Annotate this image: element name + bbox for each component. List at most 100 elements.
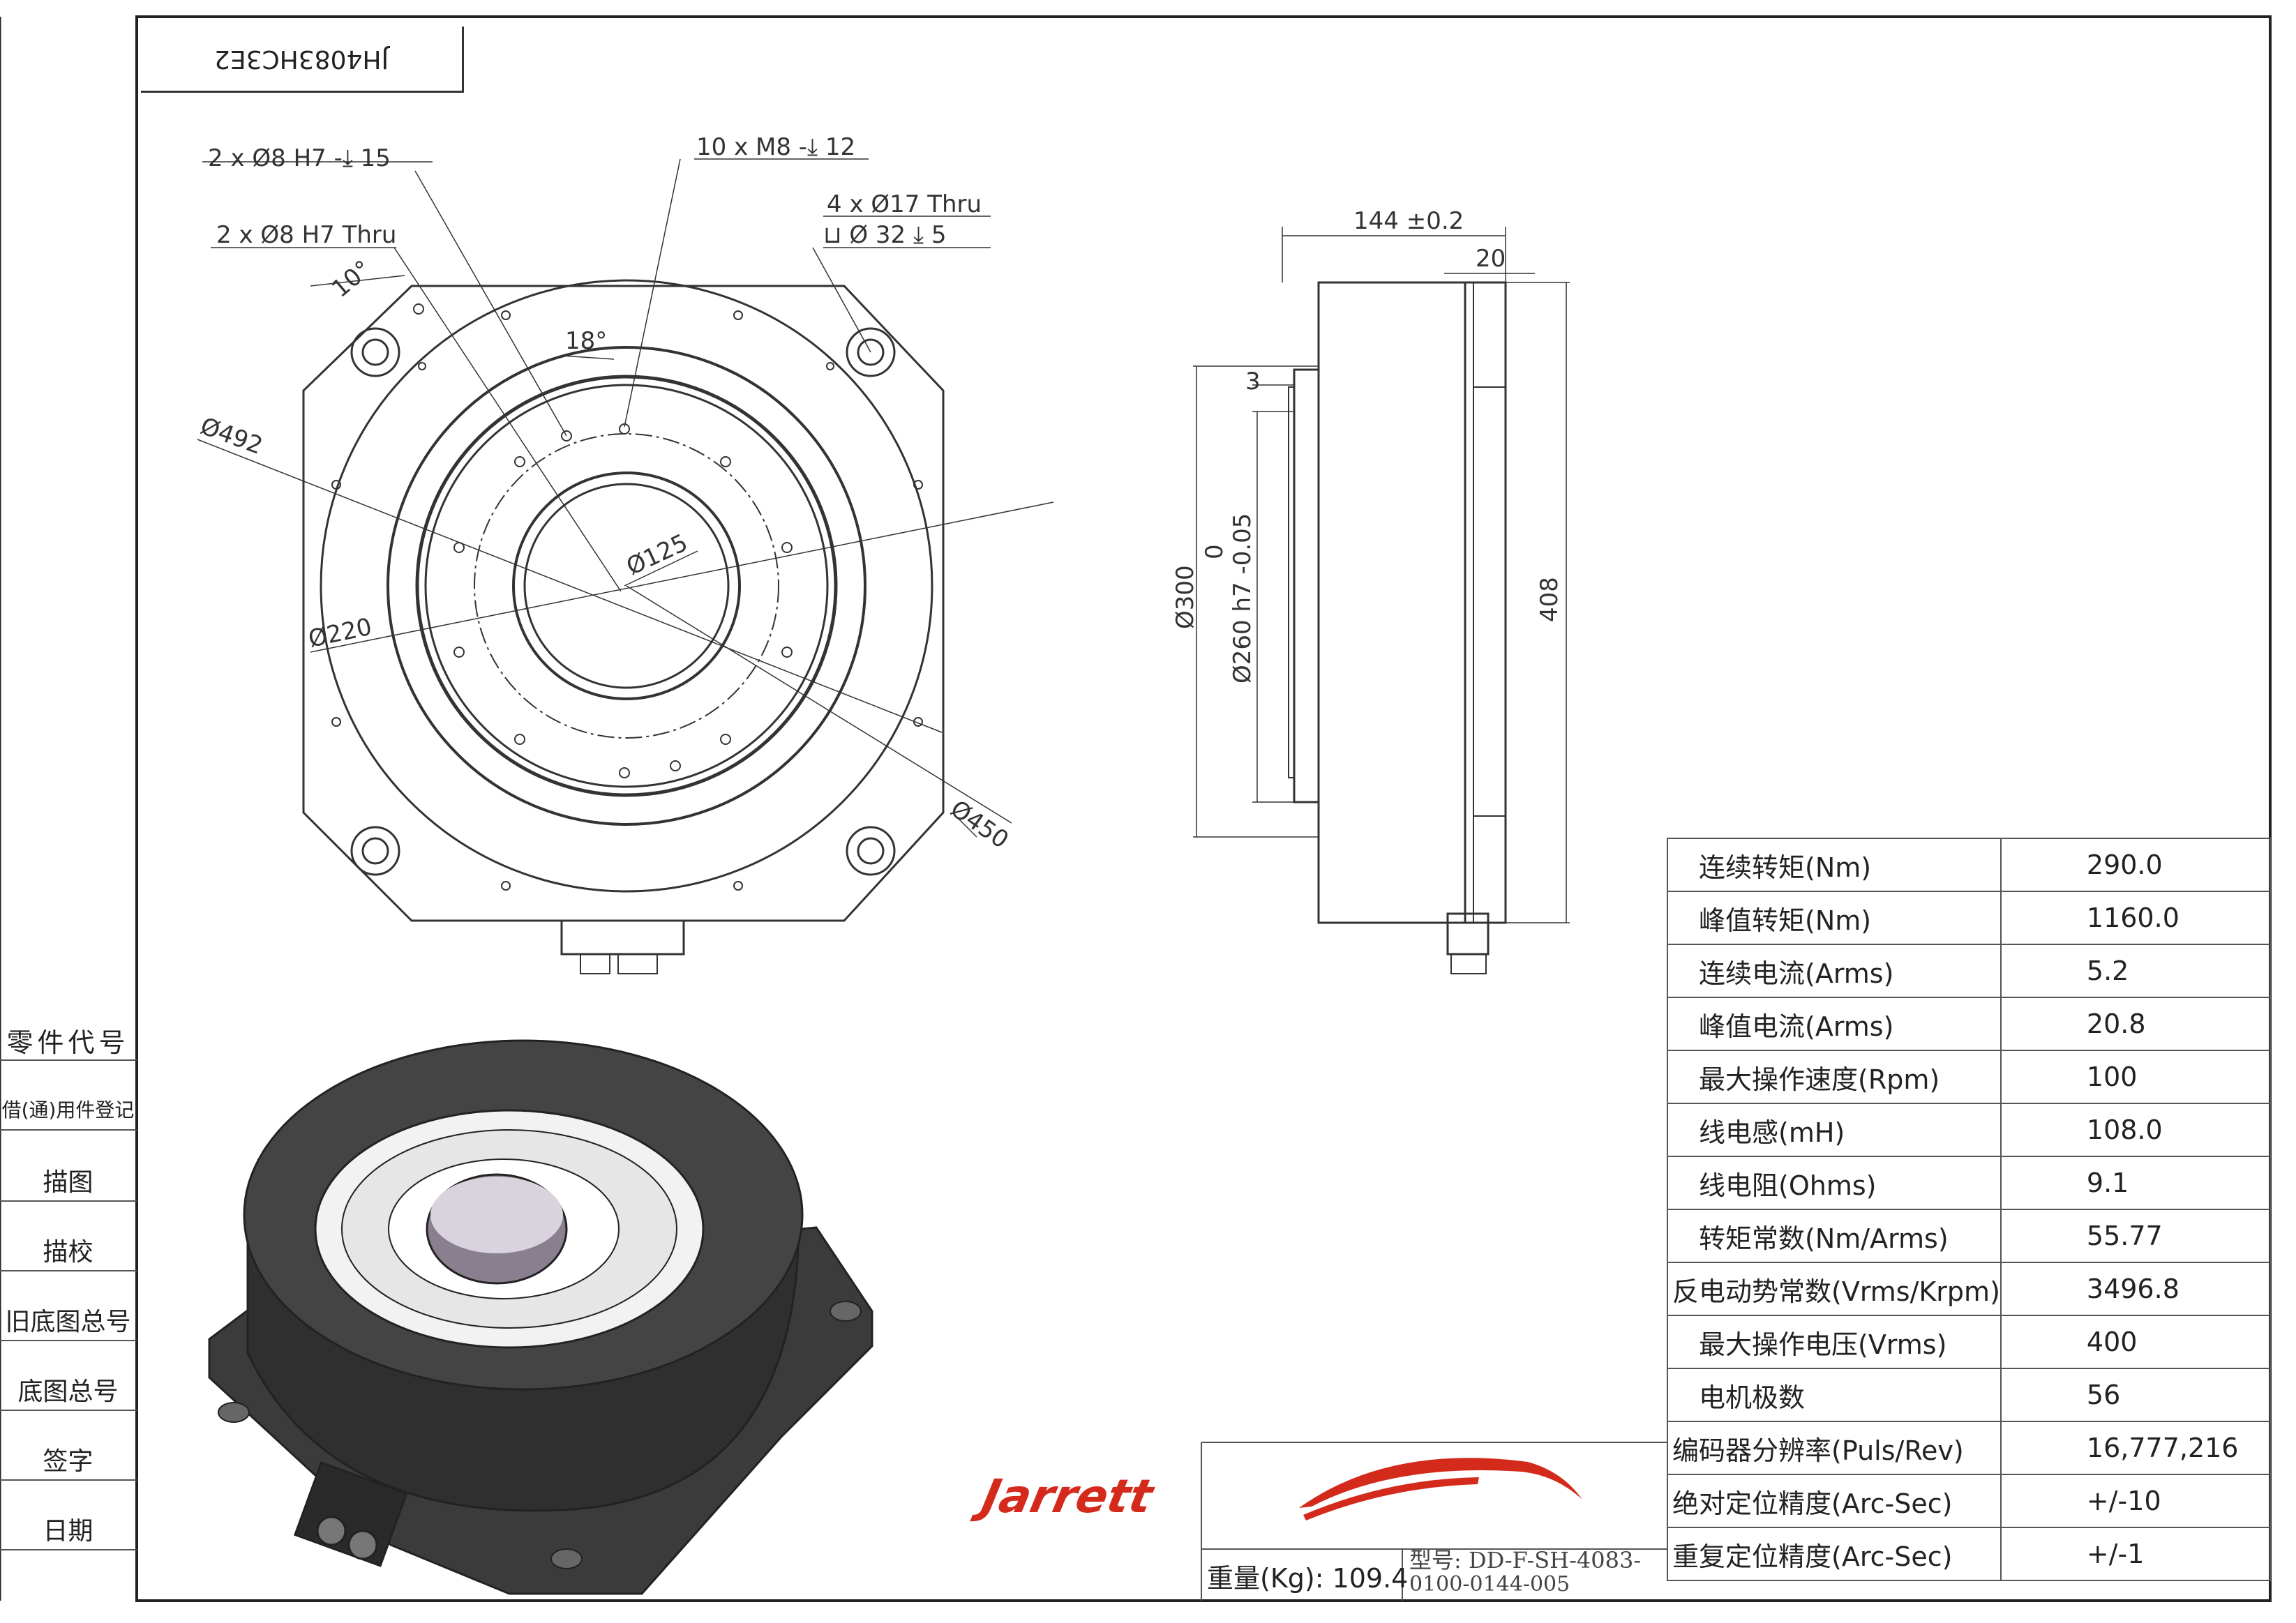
spec-label: 连续电流(Arms) (1667, 944, 2002, 998)
spec-row: 连续转矩(Nm)290.0 (1667, 838, 2272, 892)
dim-20: 20 (1476, 245, 1506, 273)
dia-125: Ø125 (622, 529, 692, 581)
callout-pin-blind: 2 x Ø8 H7 -⤓ 15 (208, 144, 391, 172)
strip-part-code: 零件代号 (6, 1027, 130, 1058)
spec-row: 重复定位精度(Arc-Sec)+/-1 (1667, 1527, 2272, 1581)
spec-value: 100 (1999, 1050, 2272, 1104)
callout-pin-thru: 2 x Ø8 H7 Thru (216, 221, 396, 249)
strip-borrow: 借(通)用件登记 (1, 1099, 135, 1122)
dim-3: 3 (1245, 368, 1261, 395)
front-ring-220 (474, 433, 779, 739)
side-body (1317, 281, 1466, 924)
spec-row: 最大操作电压(Vrms)400 (1667, 1315, 2272, 1369)
spec-value: 9.1 (1999, 1156, 2272, 1210)
dim-408: 408 (1536, 577, 1563, 622)
spec-value: 16,777,216 (1999, 1421, 2272, 1475)
spec-value: 290.0 (1999, 838, 2272, 892)
spec-row: 连续电流(Arms)5.2 (1667, 944, 2272, 998)
front-bore (523, 483, 730, 689)
spec-label: 转矩常数(Nm/Arms) (1667, 1209, 2002, 1263)
left-strip-lines (0, 1059, 137, 1550)
spec-row: 绝对定位精度(Arc-Sec)+/-10 (1667, 1474, 2272, 1528)
spec-label: 连续转矩(Nm) (1667, 838, 2002, 892)
front-ring-outer (387, 346, 866, 826)
dim-144: 144 ±0.2 (1353, 207, 1464, 235)
spec-label: 线电感(mH) (1667, 1103, 2002, 1157)
callout-counterbore: ⊔ Ø 32 ⤓ 5 (823, 221, 946, 249)
strip-sign: 签字 (43, 1447, 93, 1476)
spec-row: 最大操作速度(Rpm)100 (1667, 1050, 2272, 1104)
callout-mount-holes: 4 x Ø17 Thru (827, 190, 982, 218)
spec-label: 编码器分辨率(Puls/Rev) (1667, 1421, 2002, 1475)
spec-value: +/-1 (1999, 1527, 2272, 1581)
spec-value: 20.8 (1999, 997, 2272, 1051)
spec-label: 峰值转矩(Nm) (1667, 891, 2002, 945)
strip-old-number: 旧底图总号 (5, 1308, 131, 1336)
strip-draw: 描图 (43, 1168, 93, 1197)
front-ring-2 (415, 375, 838, 797)
strip-check: 描校 (43, 1238, 93, 1267)
spec-value: 56 (1999, 1368, 2272, 1422)
weight-label: 重量(Kg): 109.4 (1207, 1563, 1409, 1594)
spec-label: 最大操作速度(Rpm) (1667, 1050, 2002, 1104)
strip-date: 日期 (43, 1517, 93, 1546)
spec-label: 重复定位精度(Arc-Sec) (1667, 1527, 2002, 1581)
rotor-holes (413, 303, 793, 778)
front-view (197, 158, 1054, 974)
angle-18: 18° (565, 327, 607, 355)
side-view-labels: 144 ±0.2 20 3 Ø300 0 Ø260 h7 -0.05 408 (1171, 207, 1563, 684)
front-connector (560, 919, 685, 956)
footer-block (1201, 1442, 1667, 1601)
spec-row: 线电感(mH)108.0 (1667, 1103, 2272, 1157)
callout-tapped: 10 x M8 -⤓ 12 (696, 133, 855, 161)
dia-220: Ø220 (306, 613, 375, 654)
part-code: JH4083HC3E2 (213, 44, 389, 73)
side-connector (1446, 912, 1490, 956)
spec-label: 最大操作电压(Vrms) (1667, 1315, 2002, 1369)
spec-value: 3496.8 (1999, 1262, 2272, 1316)
spec-label: 线电阻(Ohms) (1667, 1156, 2002, 1210)
spec-row: 线电阻(Ohms)9.1 (1667, 1156, 2272, 1210)
front-ring-492 (320, 279, 933, 893)
model-line-2: 0100-0144-005 (1409, 1572, 1570, 1596)
title-block: JH4083HC3E2 (141, 27, 464, 93)
isometric-view (208, 1039, 873, 1595)
side-flange (1464, 281, 1507, 924)
spec-value: 5.2 (1999, 944, 2272, 998)
dim-300: Ø300 (1171, 565, 1199, 629)
logo-text: Jarrett (969, 1470, 1159, 1523)
jarrett-logo: Jarrett (969, 1458, 1582, 1523)
spec-label: 电机极数 (1667, 1368, 2002, 1422)
angle-10: 10° (327, 255, 377, 303)
strip-base-number: 底图总号 (17, 1377, 119, 1406)
front-flange-outline (302, 285, 945, 922)
dim-260-top: 0 (1201, 544, 1229, 559)
model-line-1: 型号: DD-F-SH-4083- (1409, 1547, 1642, 1573)
front-dimension-lines (197, 158, 1054, 838)
spec-label: 反电动势常数(Vrms/Krpm) (1667, 1262, 2002, 1316)
drawing-frame (135, 15, 2272, 1602)
spec-row: 反电动势常数(Vrms/Krpm)3496.8 (1667, 1262, 2272, 1316)
side-view (1193, 227, 1570, 974)
spec-row: 峰值电流(Arms)20.8 (1667, 997, 2272, 1051)
front-ring-3 (424, 384, 829, 788)
side-dimension-lines (1193, 227, 1570, 923)
spec-label: 绝对定位精度(Arc-Sec) (1667, 1474, 2002, 1528)
front-bore-ring (512, 471, 741, 700)
spec-value: 55.77 (1999, 1209, 2272, 1263)
front-view-labels: 2 x Ø8 H7 -⤓ 15 2 x Ø8 H7 Thru 10 x M8 -… (197, 133, 1014, 854)
spec-value: +/-10 (1999, 1474, 2272, 1528)
spec-value: 400 (1999, 1315, 2272, 1369)
iso-mount-holes (218, 1301, 862, 1569)
mount-holes (350, 327, 896, 876)
side-pilot (1293, 368, 1320, 803)
spec-row: 编码器分辨率(Puls/Rev)16,777,216 (1667, 1421, 2272, 1475)
spec-value: 108.0 (1999, 1103, 2272, 1157)
spec-row: 转矩常数(Nm/Arms)55.77 (1667, 1209, 2272, 1263)
spec-row: 峰值转矩(Nm)1160.0 (1667, 891, 2272, 945)
dim-260: Ø260 h7 -0.05 (1229, 513, 1256, 684)
spec-value: 1160.0 (1999, 891, 2272, 945)
